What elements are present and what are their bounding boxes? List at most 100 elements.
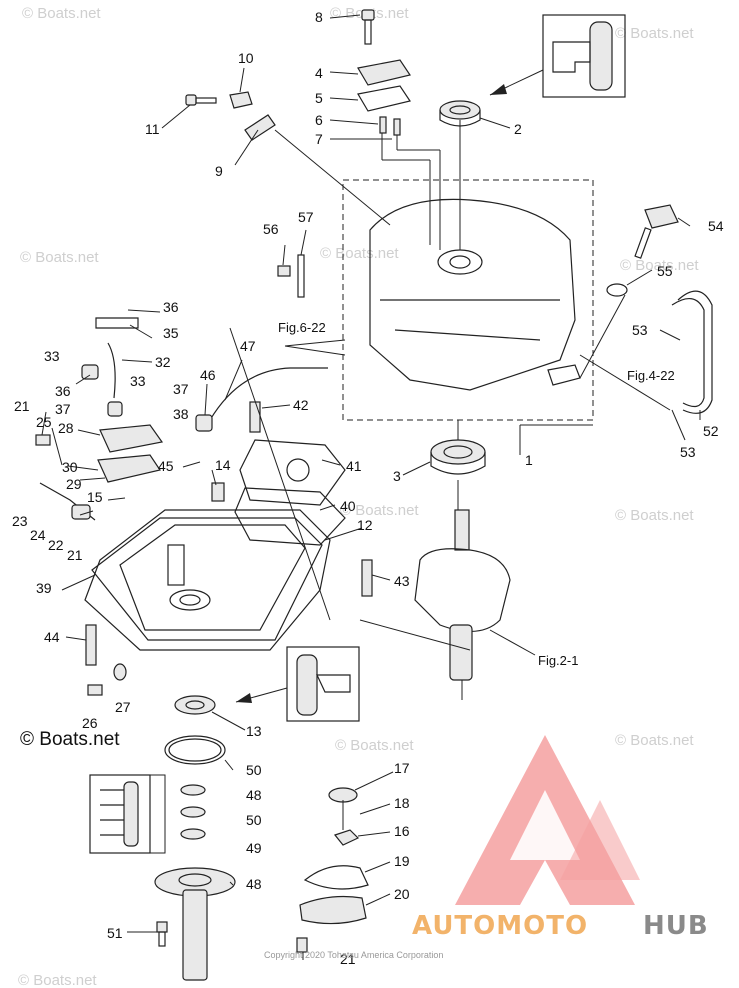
callout-14: 14 [215, 457, 231, 473]
callout-51: 51 [107, 925, 123, 941]
callout-32: 32 [155, 354, 171, 370]
left-valve-parts [81, 317, 164, 483]
callout-56: 56 [263, 221, 279, 237]
crankcase-assembly-box [342, 179, 594, 421]
detail-inset-top [489, 14, 626, 98]
ref-fig-4-22: Fig.4-22 [627, 368, 675, 383]
cover-40 [239, 439, 346, 506]
callout-25: 24 [30, 527, 46, 543]
callout-39: 40 [340, 498, 356, 514]
boats-net-label: © Boats.net [20, 729, 120, 750]
callout-1: 1 [525, 452, 533, 468]
detail-inset-seals [89, 774, 166, 854]
callout-48-upper: 48 [246, 787, 262, 803]
clamp-10 [229, 91, 253, 109]
gasket-39 [234, 487, 346, 546]
callout-6: 6 [315, 112, 323, 128]
bolt-56-and-pin-57 [277, 254, 305, 298]
callout-45: 46 [200, 367, 216, 383]
watermark: © Boats.net [22, 5, 101, 22]
watermark: © Boats.net [335, 737, 414, 754]
figure-references: Fig.6-22 Fig.4-22 Fig.2-1 [278, 320, 675, 668]
callout-31: 30 [62, 459, 78, 475]
nut-16 [333, 829, 360, 846]
hose-52 [671, 290, 713, 414]
callout-47: 48 [246, 876, 262, 892]
callout-53-upper: 53 [632, 322, 648, 338]
cap-17 [328, 787, 358, 803]
callout-labels: 8 4 5 6 7 2 10 11 9 56 57 54 55 53 52 53… [12, 9, 724, 967]
bolts-41-42-43 [85, 401, 373, 696]
oil-seal-13 [174, 695, 216, 715]
callout-22: 21 [67, 547, 83, 563]
callout-18: 18 [394, 795, 410, 811]
callout-5: 5 [315, 90, 323, 106]
callout-19: 19 [394, 853, 410, 869]
callout-41: 42 [293, 397, 309, 413]
cap-54 [634, 204, 679, 259]
callout-3: 3 [393, 468, 401, 484]
gasket-38 [91, 517, 323, 641]
callout-29: 28 [58, 420, 74, 436]
ref-fig-2-1: Fig.2-1 [538, 653, 578, 668]
callout-46: 47 [240, 338, 256, 354]
callout-30: 29 [66, 476, 82, 492]
callout-23: 22 [48, 537, 64, 553]
callout-37-right: 38 [173, 406, 189, 422]
callout-11: 11 [145, 121, 160, 137]
housing-47 [154, 867, 236, 981]
callout-43: 44 [44, 629, 60, 645]
bolt-21-lower [296, 937, 308, 953]
callout-50: 50 [246, 762, 262, 778]
callout-10: 10 [238, 50, 254, 66]
callout-15: 15 [87, 489, 103, 505]
callout-48-lower: 49 [246, 840, 262, 856]
callout-38: 39 [36, 580, 52, 596]
plate-4 [357, 59, 411, 86]
watermark-layer: © Boats.net © Boats.net © Boats.net © Bo… [18, 5, 699, 988]
watermark: © Boats.net [615, 25, 694, 42]
callout-9: 9 [215, 163, 223, 179]
callout-12: 12 [357, 517, 373, 533]
callout-13: 13 [246, 723, 262, 739]
watermark: © Boats.net [320, 245, 399, 262]
watermark: © Boats.net [615, 732, 694, 749]
callout-34: 35 [163, 325, 179, 341]
o-ring-55 [606, 283, 628, 297]
callout-24: 23 [12, 513, 28, 529]
callout-8: 8 [315, 9, 323, 25]
watermark: © Boats.net [18, 972, 97, 988]
callout-37-left: 37 [55, 401, 71, 417]
bracket-9 [244, 114, 276, 141]
bolt-51 [156, 921, 168, 947]
callout-53-lower: 53 [680, 444, 696, 460]
gasket-5 [357, 85, 411, 112]
detail-inset-middle [235, 646, 360, 722]
logo-text-automoto: AUTOMOTO [412, 911, 588, 941]
callout-7: 7 [315, 131, 323, 147]
callout-42: 43 [394, 573, 410, 589]
callout-49: 50 [246, 812, 262, 828]
o-ring-50 [164, 735, 226, 765]
watermark: © Boats.net [615, 507, 694, 524]
callout-55: 55 [657, 263, 673, 279]
bolt-8 [361, 9, 375, 45]
sensor-14 [211, 482, 225, 502]
callout-21-upper: 21 [14, 398, 30, 414]
lower-crankcase [84, 509, 331, 651]
callout-52: 52 [703, 423, 719, 439]
callout-28: 27 [115, 699, 131, 715]
callout-26: 25 [36, 414, 52, 430]
callout-33-right: 33 [130, 373, 146, 389]
copyright-text: Copyright 2020 Tohatsu America Corporati… [264, 950, 443, 960]
callout-40: 41 [346, 458, 362, 474]
callout-44: 45 [158, 458, 174, 474]
leader-lines [41, 14, 701, 960]
dowel-pins-6 [379, 116, 401, 136]
callout-27: 26 [82, 715, 98, 731]
callout-2: 2 [514, 121, 522, 137]
callout-35: 36 [163, 299, 179, 315]
callout-20: 20 [394, 886, 410, 902]
gasket-19 [303, 865, 369, 890]
